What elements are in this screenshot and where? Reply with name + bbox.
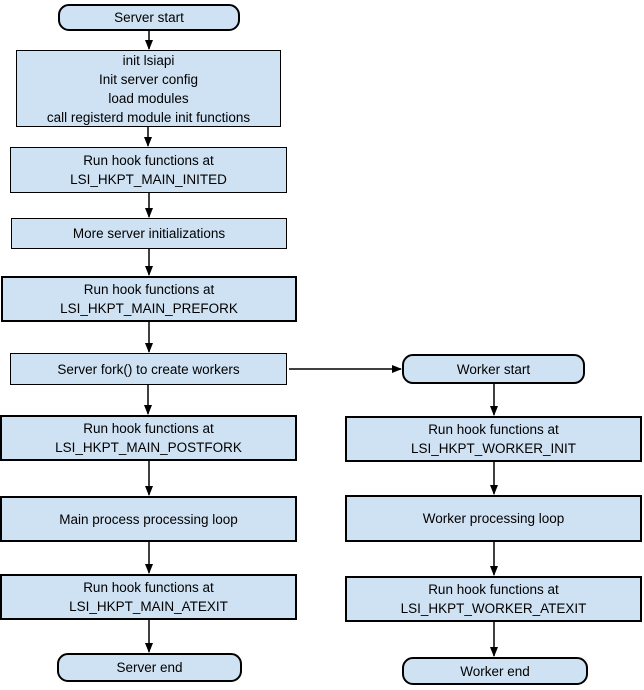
- node-hook-worker-atexit: Run hook functions at LSI_HKPT_WORKER_AT…: [345, 576, 642, 622]
- node-server-fork: Server fork() to create workers: [10, 353, 287, 385]
- node-hook-main-postfork: Run hook functions at LSI_HKPT_MAIN_POST…: [0, 415, 297, 461]
- node-server-start: Server start: [58, 4, 240, 31]
- node-hook-worker-init: Run hook functions at LSI_HKPT_WORKER_IN…: [345, 416, 642, 462]
- node-hook-main-inited: Run hook functions at LSI_HKPT_MAIN_INIT…: [10, 147, 287, 193]
- node-hook-main-prefork: Run hook functions at LSI_HKPT_MAIN_PREF…: [1, 276, 297, 322]
- node-worker-end: Worker end: [402, 657, 588, 685]
- node-init-block: init lsiapi Init server config load modu…: [16, 50, 281, 127]
- node-worker-processing-loop: Worker processing loop: [345, 495, 642, 542]
- node-hook-main-atexit: Run hook functions at LSI_HKPT_MAIN_ATEX…: [0, 574, 297, 620]
- node-more-server-initializations: More server initializations: [11, 218, 287, 249]
- node-server-end: Server end: [57, 653, 242, 682]
- node-worker-start: Worker start: [402, 354, 585, 384]
- node-main-process-loop: Main process processing loop: [0, 496, 297, 542]
